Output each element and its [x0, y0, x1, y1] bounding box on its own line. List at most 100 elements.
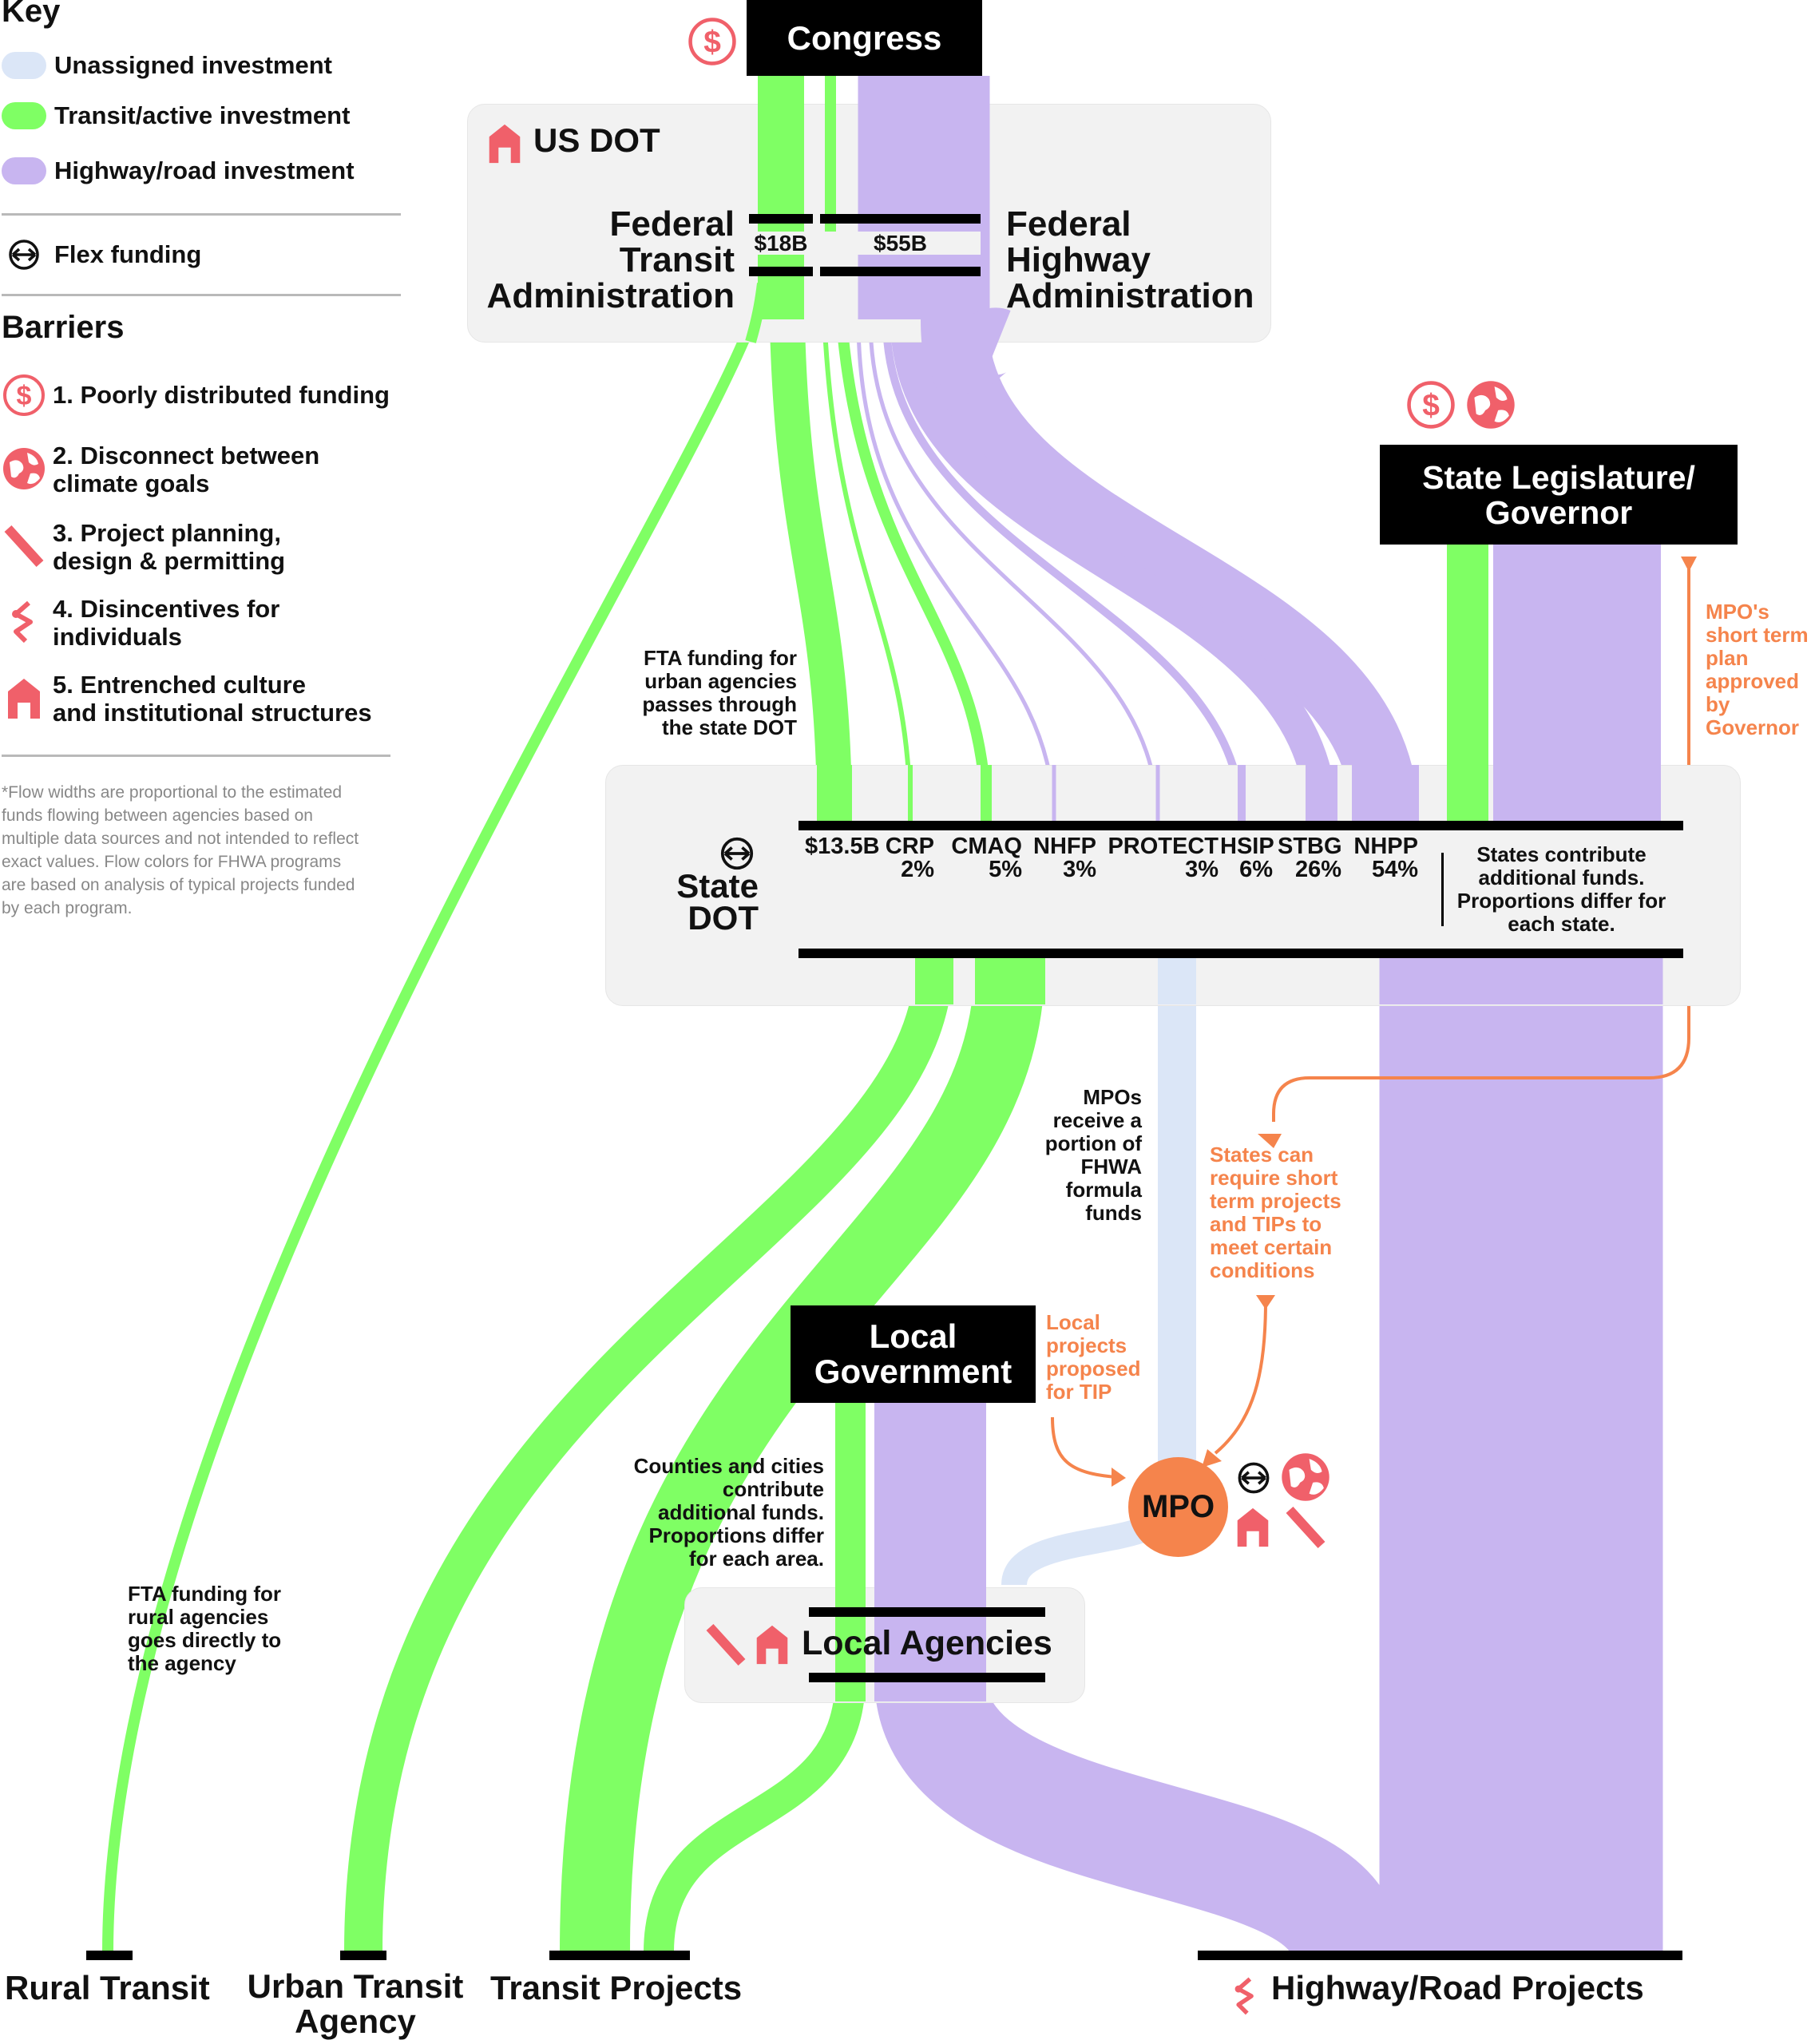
us-dot-label: US DOT [533, 121, 660, 159]
fta-bar-bottom [749, 267, 813, 276]
output-urban-transit: Urban Transit Agency [240, 1969, 471, 2039]
legend-key-title: Key [2, 0, 61, 29]
state-contrib-note: States contribute additional funds. Prop… [1456, 842, 1666, 936]
urban-transit-bar [340, 1951, 386, 1960]
output-highway-projects: Highway/Road Projects [1271, 1969, 1644, 2006]
local-government-node: Local Government [791, 1305, 1036, 1403]
legend-unassigned-label: Unassigned investment [54, 51, 332, 79]
legend-barrier-1-label: 1. Poorly distributed funding [53, 381, 390, 409]
state-dot-label: State DOT [639, 867, 759, 935]
state-dot-line1: State [676, 867, 759, 905]
highway-projects-bar [1198, 1951, 1682, 1960]
legend-barrier-1: $ 1. Poorly distributed funding [2, 373, 390, 418]
institution-icon [8, 679, 40, 719]
svg-text:$: $ [703, 26, 721, 60]
legend-unassigned: Unassigned investment [2, 51, 332, 80]
rural-transit-bar [86, 1951, 133, 1960]
program-fta-amount: $13.5B [805, 834, 880, 859]
dollar-icon: $ [688, 18, 736, 65]
program-protect: PROTECT 3% [1102, 835, 1219, 881]
program-nhfp-pct: 3% [1063, 857, 1096, 882]
congress-node: Congress [747, 0, 982, 76]
state-dot-bar-bottom [799, 949, 1683, 958]
program-protect-name: PROTECT [1108, 834, 1219, 859]
arrowhead-states [1258, 1134, 1282, 1148]
state-legislature-line1: State Legislature/ [1422, 458, 1695, 496]
program-crp-name: CRP [885, 834, 934, 859]
output-rural-transit: Rural Transit [5, 1969, 210, 2006]
mpo-short-plan-note: MPO's short term plan approved by Govern… [1706, 600, 1809, 739]
program-nhpp-name: NHPP [1353, 834, 1418, 859]
fhwa-amount: $55B [820, 232, 981, 255]
transit-projects-bar [549, 1951, 690, 1960]
legend-barrier-3-line1: 3. Project planning, [53, 519, 281, 547]
disincentive-icon [1234, 1977, 1254, 2015]
flow-local-agencies-transit [644, 1676, 866, 1953]
legend-barrier-4-line2: individuals [53, 623, 182, 651]
fta-label-line3: Administration [486, 276, 735, 315]
legend-transit-label: Transit/active investment [54, 101, 351, 129]
fta-label-line2: Transit [619, 240, 735, 279]
arrowhead-states-require-top [1256, 1295, 1275, 1309]
legend-flex: Flex funding [2, 239, 201, 271]
flow-cmaq [833, 239, 992, 823]
fta-rural-note: FTA funding for rural agencies goes dire… [128, 1582, 282, 1675]
pencil-icon [1286, 1506, 1326, 1549]
arrowhead-mpo-from-local [1112, 1468, 1126, 1487]
flex-icon [1238, 1462, 1270, 1494]
svg-text:$: $ [17, 381, 32, 411]
fhwa-label-line3: Administration [1006, 276, 1254, 315]
flow-local-agencies-highway [874, 1673, 1401, 1958]
legend-flex-label: Flex funding [54, 240, 202, 268]
program-stbg-name: STBG [1278, 834, 1342, 859]
flow-nhfp [856, 319, 1056, 823]
swatch-transit [2, 102, 46, 129]
dollar-icon: $ [1407, 381, 1455, 429]
disincentive-icon [12, 600, 33, 644]
globe-icon [1467, 381, 1515, 429]
swatch-unassigned [2, 52, 46, 79]
program-stbg: STBG 26% [1278, 834, 1342, 882]
svg-text:$: $ [1422, 389, 1440, 423]
output-urban-line1: Urban Transit [247, 1967, 464, 2005]
legend-transit: Transit/active investment [2, 101, 350, 130]
legend-divider-1 [2, 213, 401, 216]
legend-divider-2 [2, 294, 401, 296]
fta-urban-note: FTA funding for urban agencies passes th… [642, 646, 797, 739]
legend-barrier-5-line2: and institutional structures [53, 699, 372, 727]
fhwa-bar-top [820, 214, 981, 224]
state-dot-divider [1441, 853, 1444, 926]
institution-icon [1237, 1507, 1269, 1547]
legend-barrier-5-line1: 5. Entrenched culture [53, 671, 306, 699]
local-government-line1: Local [869, 1317, 957, 1355]
flex-icon [9, 240, 39, 270]
arrow-local-proposed [1051, 1416, 1117, 1479]
dollar-icon: $ [3, 374, 45, 416]
program-stbg-pct: 26% [1294, 857, 1341, 882]
local-agencies-bar-bottom [809, 1673, 1045, 1682]
overlay-nhpp [921, 307, 1011, 393]
pencil-icon [4, 525, 44, 568]
globe-icon [1282, 1453, 1330, 1501]
legend-barrier-2-line1: 2. Disconnect between [53, 442, 320, 469]
program-nhpp: NHPP 54% [1349, 835, 1418, 881]
mpo-receive-note: MPOs receive a portion of FHWA formula f… [1044, 1085, 1142, 1225]
fta-amount: $18B [749, 232, 813, 255]
legend-highway: Highway/road investment [2, 156, 355, 185]
program-protect-pct: 3% [1185, 857, 1219, 882]
state-dot-bar-top [799, 821, 1683, 830]
output-transit-projects: Transit Projects [490, 1969, 743, 2006]
state-legislature-node: State Legislature/ Governor [1380, 445, 1738, 545]
program-nhfp: NHFP 3% [1024, 835, 1096, 881]
globe-icon [3, 448, 45, 489]
legend-barrier-3-line2: design & permitting [53, 547, 286, 575]
program-crp-pct: 2% [901, 857, 934, 882]
overlay-fta-rural [745, 283, 768, 343]
mpo-node: MPO [1128, 1457, 1228, 1557]
legend-barriers-title: Barriers [2, 310, 125, 345]
flow-hsip [882, 319, 1246, 823]
fhwa-bar-bottom [820, 267, 981, 276]
arrow-governor-mpo [1272, 559, 1690, 1122]
